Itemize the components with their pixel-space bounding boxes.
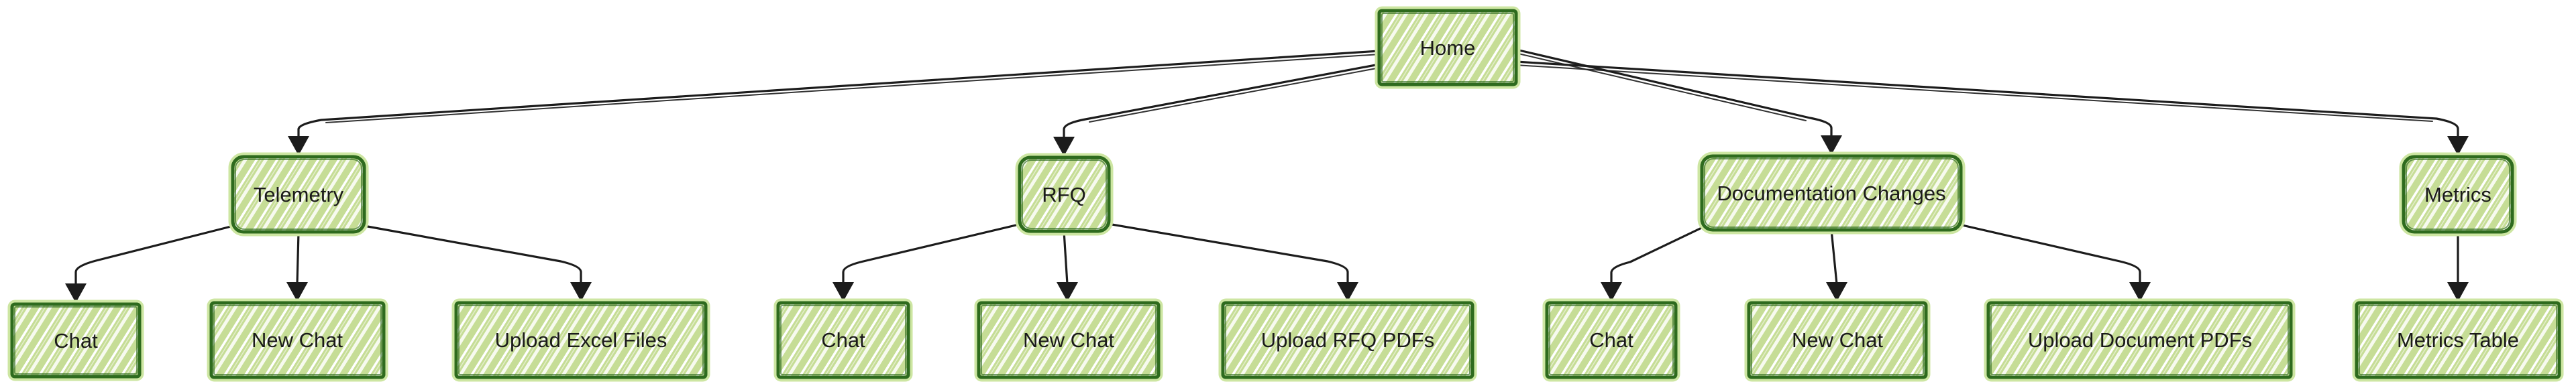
node-home: Home	[1375, 6, 1521, 89]
edge-documentation-changes-new-chat-arrowhead	[1826, 282, 1847, 302]
node-documentation-changes: Documentation Changes	[1697, 151, 1966, 235]
node-telemetry-label: Telemetry	[254, 183, 344, 206]
node-upload-rfq-pdfs-label: Upload RFQ PDFs	[1261, 328, 1434, 352]
edge-telemetry-upload-excel-files	[359, 224, 592, 302]
edge-telemetry-new-chat-arrowhead	[286, 282, 308, 302]
node-upload-rfq-pdfs: Upload RFQ PDFs	[1218, 298, 1477, 382]
edge-rfq-chat	[833, 222, 1026, 302]
edge-telemetry-chat	[65, 223, 240, 303]
edge-documentation-changes-upload-document-pdfs	[1955, 222, 2151, 302]
edge-rfq-chat-arrowhead	[833, 282, 854, 302]
edge-home-telemetry-arrowhead	[288, 136, 309, 155]
node-upload-document-pdfs: Upload Document PDFs	[1984, 298, 2296, 382]
edge-rfq-upload-rfq-pdfs	[1103, 222, 1358, 302]
node-telemetry-new-chat: New Chat	[207, 298, 388, 382]
edge-home-rfq	[1053, 63, 1381, 156]
edge-metrics-metrics-table-arrowhead	[2447, 282, 2469, 302]
node-telemetry-chat-label: Chat	[54, 329, 98, 352]
node-rfq-chat: Chat	[773, 298, 913, 382]
node-upload-excel-files-label: Upload Excel Files	[495, 328, 667, 352]
edge-telemetry-chat-arrowhead	[65, 283, 87, 303]
node-rfq: RFQ	[1015, 153, 1114, 236]
edge-home-metrics-arrowhead	[2447, 136, 2469, 155]
node-documentation-new-chat: New Chat	[1744, 298, 1931, 382]
node-metrics-table: Metrics Table	[2352, 298, 2564, 382]
node-home-label: Home	[1420, 36, 1476, 60]
edge-rfq-upload-rfq-pdfs-arrowhead	[1337, 282, 1358, 302]
node-rfq-new-chat-label: New Chat	[1023, 328, 1114, 352]
edge-telemetry-upload-excel-files-arrowhead	[570, 282, 592, 302]
edge-home-rfq-arrowhead	[1053, 137, 1075, 156]
node-documentation-new-chat-label: New Chat	[1792, 328, 1883, 352]
edge-home-documentation-changes-arrowhead	[1821, 135, 1842, 155]
node-rfq-chat-label: Chat	[821, 328, 865, 352]
node-documentation-chat: Chat	[1542, 298, 1680, 382]
node-upload-excel-files: Upload Excel Files	[451, 298, 710, 382]
node-rfq-label: RFQ	[1042, 183, 1085, 206]
node-telemetry-chat: Chat	[7, 300, 144, 381]
node-rfq-new-chat: New Chat	[974, 298, 1163, 382]
edge-documentation-changes-upload-document-pdfs-arrowhead	[2129, 282, 2151, 302]
edge-rfq-new-chat-arrowhead	[1057, 282, 1078, 302]
node-metrics-table-label: Metrics Table	[2397, 328, 2519, 352]
node-metrics: Metrics	[2399, 152, 2517, 237]
edge-documentation-changes-chat	[1601, 224, 1709, 302]
edge-documentation-changes-new-chat	[1826, 228, 1847, 302]
edge-home-telemetry	[288, 50, 1381, 155]
node-upload-document-pdfs-label: Upload Document PDFs	[2028, 328, 2252, 352]
edge-home-metrics	[1515, 60, 2469, 155]
node-documentation-chat-label: Chat	[1589, 328, 1633, 352]
node-telemetry: Telemetry	[228, 152, 369, 237]
node-telemetry-new-chat-label: New Chat	[252, 328, 343, 352]
edge-documentation-changes-chat-arrowhead	[1601, 282, 1622, 302]
edge-rfq-new-chat	[1057, 230, 1078, 302]
node-documentation-changes-label: Documentation Changes	[1717, 182, 1945, 205]
edge-metrics-metrics-table	[2447, 231, 2469, 302]
edge-telemetry-new-chat	[286, 231, 308, 302]
node-metrics-label: Metrics	[2424, 183, 2491, 206]
